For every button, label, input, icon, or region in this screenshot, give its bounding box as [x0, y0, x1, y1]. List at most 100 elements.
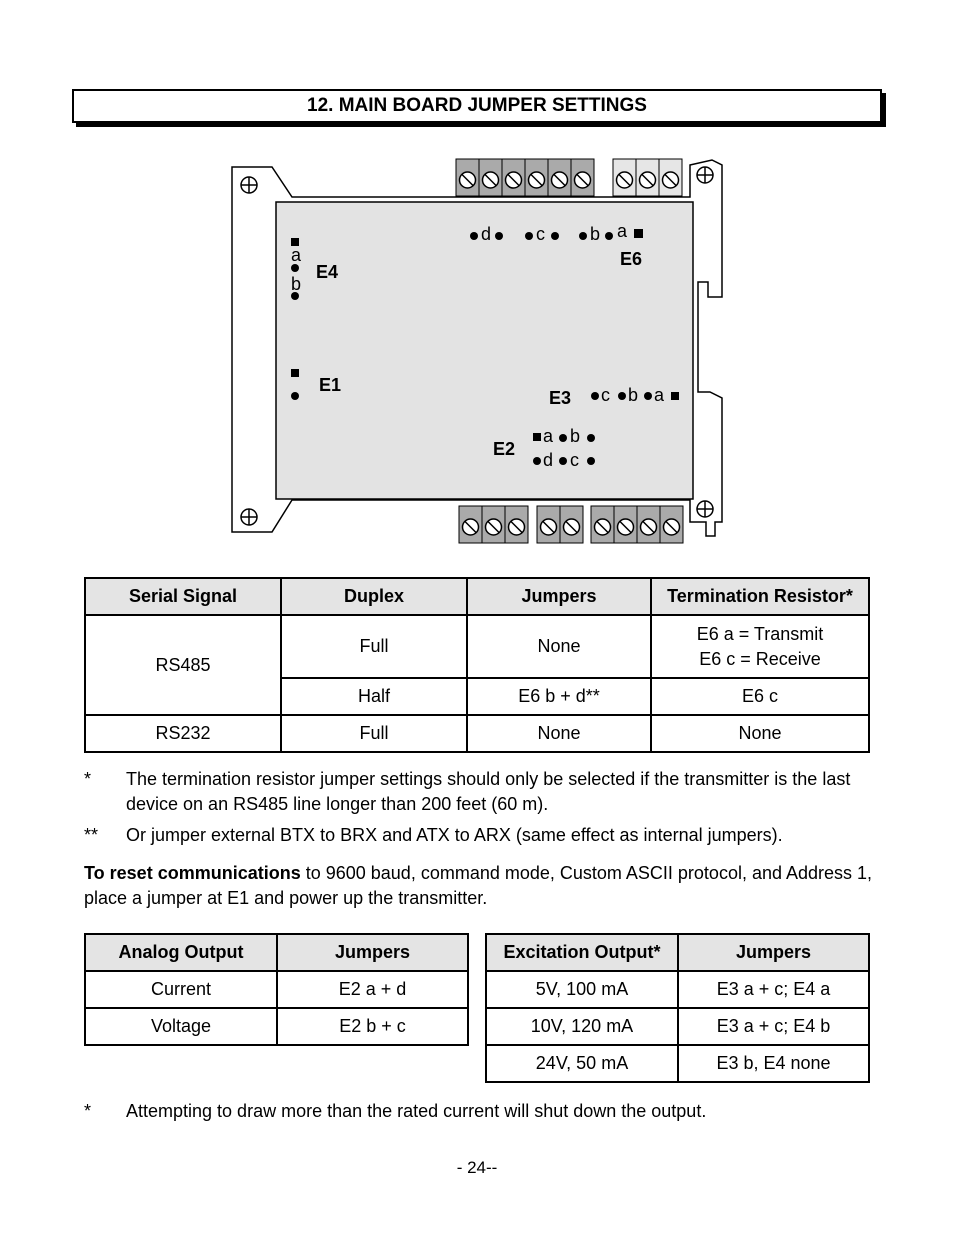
terminal-screw-icon — [550, 171, 569, 189]
terminal-block-bottom-1 — [458, 505, 529, 544]
main-board-diagram: a b E4 E1 d c b a E6 E3 c b a E2 — [231, 158, 723, 544]
terminal-block-bottom-3 — [590, 505, 684, 544]
table-row: Current E2 a + d — [84, 970, 469, 1009]
jumper-e4-label: E4 — [316, 262, 338, 282]
header-jumpers: Jumpers — [466, 577, 652, 616]
cell-rs232: RS232 — [84, 714, 282, 753]
terminal-screw-icon — [639, 518, 658, 536]
jumper-e3-label: E3 — [549, 388, 571, 408]
footnote-current: * Attempting to draw more than the rated… — [84, 1099, 874, 1124]
jumper-e2: E2 a b d c — [493, 426, 595, 470]
table-row: Voltage E2 b + c — [84, 1007, 469, 1046]
table-row: RS485 Full None E6 a = Transmit E6 c = R… — [84, 614, 870, 716]
page-number: - 24-- — [456, 1158, 498, 1177]
cell-termination: E6 c — [650, 677, 870, 716]
svg-text:d: d — [481, 224, 491, 244]
cell-output: 5V, 100 mA — [485, 970, 679, 1009]
terminal-screw-icon — [484, 518, 503, 536]
cell-jumpers: E3 a + c; E4 a — [677, 970, 870, 1009]
jumper-e1: E1 — [291, 369, 341, 400]
jumper-e6-label: E6 — [620, 249, 642, 269]
terminal-screw-icon — [662, 518, 681, 536]
jumper-e6: d c b a E6 — [470, 221, 643, 269]
termination-line-1: E6 a = Transmit — [696, 623, 824, 644]
note-mark: * — [84, 769, 92, 789]
analog-output-table: Analog Output Jumpers Current E2 a + d V… — [84, 933, 469, 1046]
table-row: RS232 Full None None — [84, 714, 870, 753]
terminal-block-top-left — [455, 158, 595, 197]
terminal-screw-icon — [661, 171, 680, 189]
note-text: The termination resistor jumper settings… — [126, 769, 851, 814]
header-serial-signal: Serial Signal — [84, 577, 282, 616]
terminal-screw-icon — [458, 171, 477, 189]
mounting-screw-icon — [240, 166, 714, 526]
svg-text:b: b — [291, 274, 301, 294]
terminal-screw-icon — [461, 518, 480, 536]
terminal-screw-icon — [539, 518, 558, 536]
svg-text:c: c — [536, 224, 545, 244]
note-text: Attempting to draw more than the rated c… — [126, 1101, 707, 1121]
svg-text:c: c — [601, 385, 610, 405]
cell-jumpers: E2 b + c — [276, 1007, 469, 1046]
terminal-screw-icon — [616, 518, 635, 536]
terminal-block-top-right — [612, 158, 683, 197]
jumper-e2-label: E2 — [493, 439, 515, 459]
cell-jumpers: E3 a + c; E4 b — [677, 1007, 870, 1046]
cell-jumpers: E3 b, E4 none — [677, 1044, 870, 1083]
svg-text:d: d — [543, 450, 553, 470]
table-row: 10V, 120 mA E3 a + c; E4 b — [485, 1007, 870, 1046]
reset-heading: To reset communications — [84, 863, 301, 883]
header-jumpers: Jumpers — [677, 933, 870, 972]
terminal-screw-icon — [573, 171, 592, 189]
cell-jumpers: None — [466, 614, 652, 679]
terminal-screw-icon — [562, 518, 581, 536]
note-text: Or jumper external BTX to BRX and ATX to… — [126, 825, 783, 845]
terminal-block-bottom-2 — [536, 505, 584, 544]
cell-output: 24V, 50 mA — [485, 1044, 679, 1083]
svg-text:c: c — [570, 450, 579, 470]
cell-output: Voltage — [84, 1007, 278, 1046]
svg-text:b: b — [590, 224, 600, 244]
svg-text:a: a — [654, 385, 665, 405]
jumper-e4: a b E4 — [291, 238, 338, 300]
cell-jumpers: E6 b + d** — [466, 677, 652, 716]
terminal-screw-icon — [504, 171, 523, 189]
header-analog-output: Analog Output — [84, 933, 278, 972]
note-termination: * The termination resistor jumper settin… — [84, 767, 874, 817]
terminal-screw-icon — [615, 171, 634, 189]
header-duplex: Duplex — [280, 577, 468, 616]
cell-jumpers: None — [466, 714, 652, 753]
terminal-screw-icon — [593, 518, 612, 536]
jumper-e1-label: E1 — [319, 375, 341, 395]
jumper-e3: E3 c b a — [549, 385, 679, 408]
section-title: 12. MAIN BOARD JUMPER SETTINGS — [72, 89, 882, 123]
table-row: 5V, 100 mA E3 a + c; E4 a — [485, 970, 870, 1009]
terminal-screw-icon — [507, 518, 526, 536]
header-jumpers: Jumpers — [276, 933, 469, 972]
termination-line-2: E6 c = Receive — [699, 648, 821, 669]
terminal-screw-icon — [638, 171, 657, 189]
header-excitation-output: Excitation Output* — [485, 933, 679, 972]
cell-duplex: Full — [280, 614, 468, 679]
reset-text: to 9600 baud, command mode, Custom ASCII… — [84, 863, 873, 908]
terminal-screw-icon — [481, 171, 500, 189]
cell-duplex: Half — [280, 677, 468, 716]
reset-communications-paragraph: To reset communications to 9600 baud, co… — [84, 861, 874, 911]
cell-jumpers: E2 a + d — [276, 970, 469, 1009]
board-bracket-outline — [231, 159, 723, 537]
svg-text:a: a — [543, 426, 554, 446]
header-termination-resistor: Termination Resistor* — [650, 577, 870, 616]
svg-text:a: a — [617, 221, 628, 241]
cell-rs485: RS485 — [84, 614, 282, 716]
pcb-board — [275, 201, 694, 500]
svg-text:a: a — [291, 245, 302, 265]
svg-text:b: b — [570, 426, 580, 446]
terminal-screw-icon — [527, 171, 546, 189]
table-row: 24V, 50 mA E3 b, E4 none — [485, 1044, 870, 1083]
excitation-output-table: Excitation Output* Jumpers 5V, 100 mA E3… — [485, 933, 870, 1083]
note-external-jumper: ** Or jumper external BTX to BRX and ATX… — [84, 823, 874, 848]
svg-text:b: b — [628, 385, 638, 405]
table-row: Half E6 b + d** E6 c — [85, 677, 870, 716]
cell-duplex: Full — [280, 714, 468, 753]
note-mark: ** — [84, 825, 99, 845]
